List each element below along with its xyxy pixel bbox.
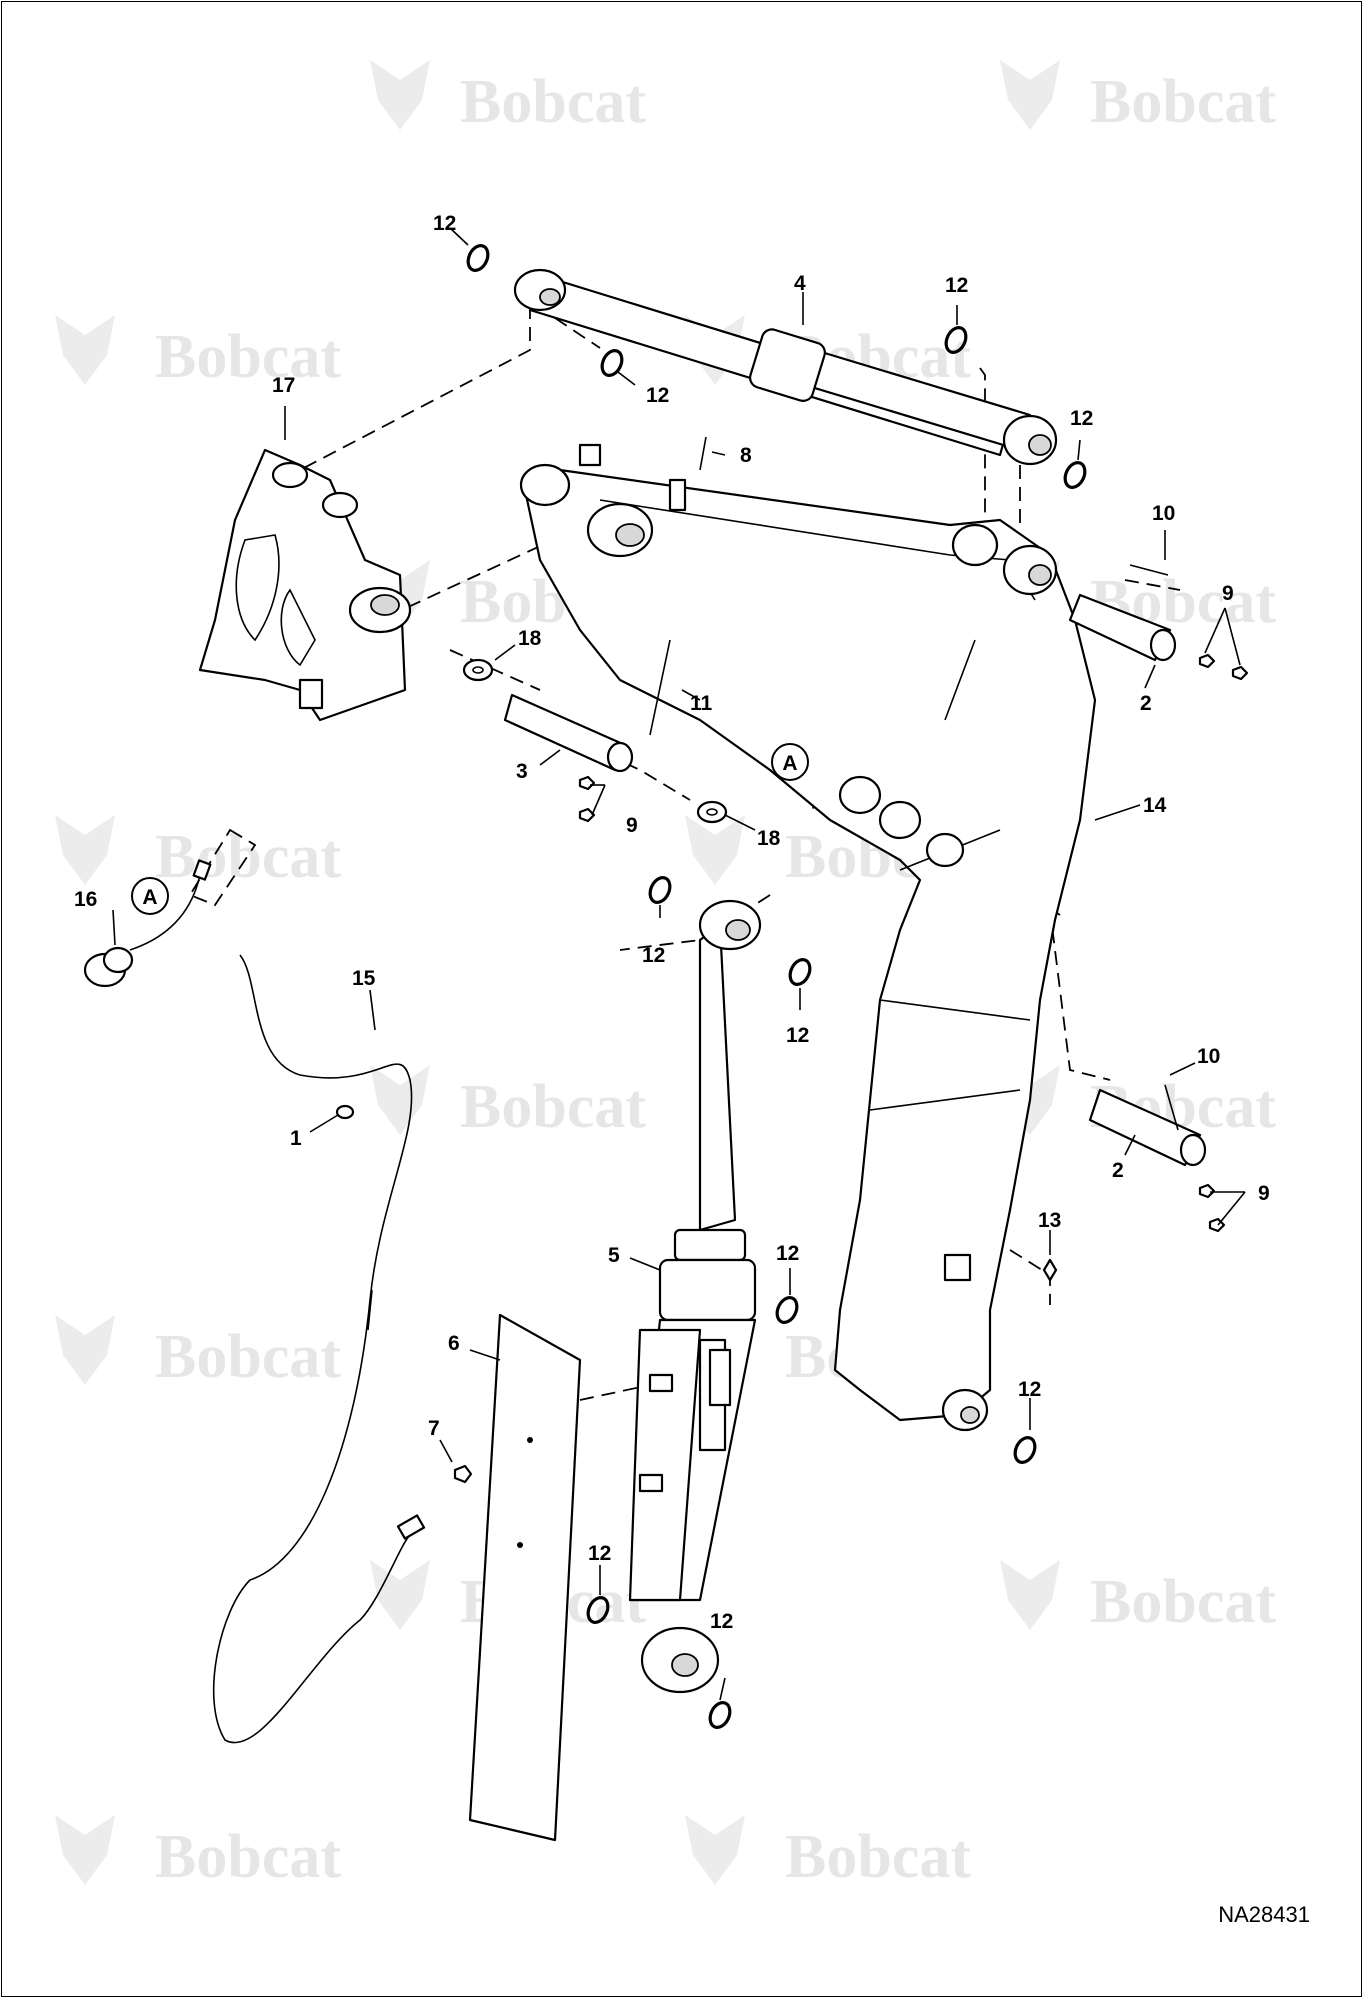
callout-12: 12 <box>588 1542 611 1565</box>
bobcat-logo-icon <box>1000 1560 1060 1630</box>
watermark: Bobcat <box>1000 60 1276 136</box>
watermark: Bobcat <box>55 1815 341 1891</box>
connector-label: A <box>142 886 157 909</box>
watermark-text: Bobcat <box>155 323 341 391</box>
callout-12: 12 <box>710 1610 733 1633</box>
callout-11: 11 <box>690 692 713 715</box>
watermark-layer: Bobcat Bobcat Bobcat Bobcat Bobcat Bobca… <box>55 60 1276 1891</box>
part-5-lower-cylinder <box>628 899 762 1694</box>
watermark-text: Bobcat <box>155 1823 341 1891</box>
o-ring-icon <box>1063 461 1087 489</box>
part-2-pin-upper <box>1068 593 1177 662</box>
o-ring-icon <box>466 244 490 272</box>
callouts: 12 4 12 12 12 8 17 10 9 2 18 11 3 9 18 1… <box>74 212 1270 1633</box>
watermark-text: Bobcat <box>460 68 646 136</box>
bobcat-logo-icon <box>685 1815 745 1885</box>
part-15-wire-harness <box>212 954 426 1744</box>
part-14-boom-arm <box>519 443 1097 1432</box>
callout-8: 8 <box>740 444 752 467</box>
callout-9: 9 <box>1258 1182 1270 1205</box>
callout-12: 12 <box>433 212 456 235</box>
watermark-text: Bobcat <box>155 823 341 891</box>
connector-a-1: A <box>771 743 809 781</box>
callout-5: 5 <box>608 1244 620 1267</box>
callout-16: 16 <box>74 888 97 911</box>
o-ring-icon <box>788 958 812 986</box>
watermark-text: Bobcat <box>1090 1568 1276 1636</box>
callout-15: 15 <box>352 967 376 990</box>
watermark: Bobcat <box>55 1315 341 1391</box>
o-ring-icon <box>1013 1436 1037 1464</box>
bobcat-logo-icon <box>55 1315 115 1385</box>
part-4-upper-cylinder <box>513 268 1058 466</box>
o-ring-icon <box>648 876 672 904</box>
callout-10: 10 <box>1197 1045 1220 1068</box>
callout-2: 2 <box>1112 1159 1124 1182</box>
watermark-text: Bobcat <box>1090 68 1276 136</box>
bobcat-logo-icon <box>55 1815 115 1885</box>
watermark: Bobcat <box>685 1815 971 1891</box>
watermark: Bobcat <box>55 315 341 391</box>
callout-12: 12 <box>1018 1378 1041 1401</box>
part-16-light <box>83 859 212 988</box>
callout-2: 2 <box>1140 692 1152 715</box>
callout-12: 12 <box>646 384 669 407</box>
callout-14: 14 <box>1143 794 1167 817</box>
callout-12: 12 <box>642 944 665 967</box>
bobcat-logo-icon <box>1000 60 1060 130</box>
o-ring-icon <box>944 326 968 354</box>
watermark-text: Bobcat <box>155 1323 341 1391</box>
callout-12: 12 <box>776 1242 799 1265</box>
callout-10: 10 <box>1152 502 1175 525</box>
o-ring-icon <box>586 1596 610 1624</box>
callout-18: 18 <box>518 627 542 650</box>
callout-7: 7 <box>428 1417 440 1440</box>
callout-18: 18 <box>757 827 781 850</box>
callout-9: 9 <box>1222 582 1234 605</box>
o-ring-icon <box>775 1296 799 1324</box>
callout-1: 1 <box>290 1127 302 1150</box>
connector-label: A <box>782 752 797 775</box>
bobcat-logo-icon <box>55 815 115 885</box>
hardware <box>335 436 1249 1484</box>
callout-12: 12 <box>1070 407 1093 430</box>
leader-lines <box>112 227 1246 1701</box>
bobcat-logo-icon <box>370 1065 430 1135</box>
watermark: Bobcat <box>370 60 646 136</box>
part-6-guard-plate <box>468 1313 582 1842</box>
o-ring-icon <box>600 349 624 377</box>
part-2-pin-lower <box>1088 1088 1207 1167</box>
connector-a-2: A <box>131 877 169 915</box>
callout-17: 17 <box>272 374 295 397</box>
part-3-pin <box>503 693 634 773</box>
figure-id: NA28431 <box>1218 1902 1310 1927</box>
callout-12: 12 <box>786 1024 809 1047</box>
watermark: Bobcat <box>1000 1560 1276 1636</box>
bobcat-logo-icon <box>685 815 745 885</box>
bobcat-logo-icon <box>55 315 115 385</box>
callout-12: 12 <box>945 274 968 297</box>
bobcat-logo-icon <box>370 60 430 130</box>
watermark-text: Bobcat <box>785 1823 971 1891</box>
bobcat-logo-icon <box>370 1560 430 1630</box>
callout-9: 9 <box>626 814 638 837</box>
callout-6: 6 <box>448 1332 460 1355</box>
watermark: Bobcat <box>370 1065 646 1141</box>
part-17-boom-mount <box>198 448 412 722</box>
watermark: Bobcat <box>55 815 341 891</box>
callout-4: 4 <box>794 272 806 295</box>
watermark-text: Bobcat <box>460 1073 646 1141</box>
o-ring-icon <box>708 1701 732 1729</box>
callout-3: 3 <box>516 760 528 783</box>
callout-13: 13 <box>1038 1209 1061 1232</box>
o-rings <box>466 244 1087 1729</box>
